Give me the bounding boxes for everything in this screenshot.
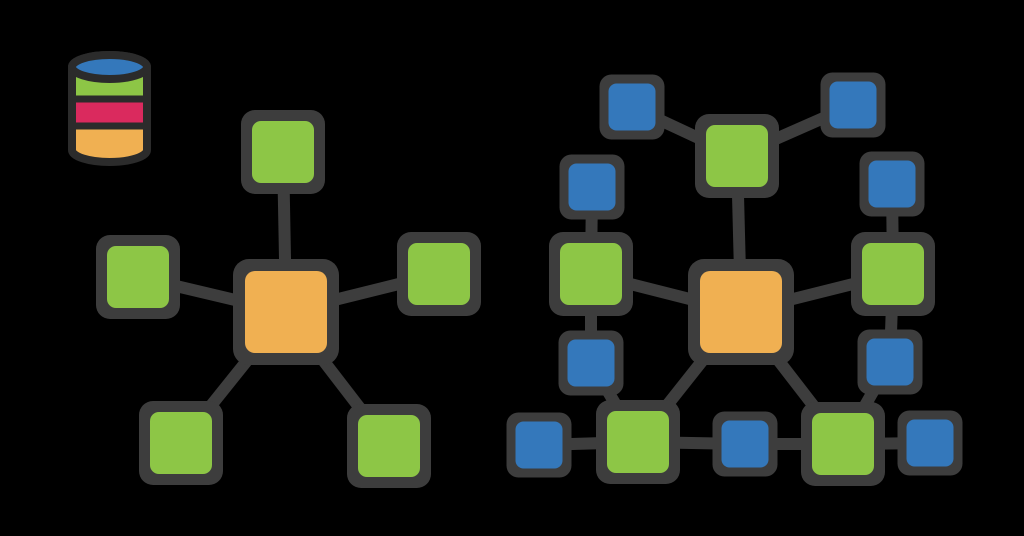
cluster-left-nodes	[96, 110, 481, 488]
node-right-left-upper-leaf-blue	[559, 154, 625, 220]
cluster-right-nodes	[506, 72, 963, 486]
node-left-left-green	[96, 235, 180, 319]
node-right-left-lower-leaf-blue	[558, 330, 624, 396]
node-left-center-orange	[233, 259, 339, 365]
node-right-bottom-right-green	[801, 402, 885, 486]
node-left-bottom-left-green	[139, 401, 223, 485]
node-right-bottom-middle-leaf-blue	[712, 411, 778, 477]
node-right-top-green	[695, 114, 779, 198]
node-right-bottom-left-green	[596, 400, 680, 484]
node-right-right-upper-leaf-blue	[859, 151, 925, 217]
node-right-right-lower-leaf-blue	[857, 329, 923, 395]
node-right-center-orange	[688, 259, 794, 365]
node-left-right-green	[397, 232, 481, 316]
node-right-left-green	[549, 232, 633, 316]
node-right-top-right-leaf-blue	[820, 72, 886, 138]
node-right-bottom-far-left-leaf-blue	[506, 412, 572, 478]
node-right-bottom-far-right-leaf-blue	[897, 410, 963, 476]
node-left-bottom-right-green	[347, 404, 431, 488]
node-right-right-green	[851, 232, 935, 316]
node-left-top-green	[241, 110, 325, 194]
database-icon	[68, 51, 151, 166]
node-right-top-left-leaf-blue	[599, 74, 665, 140]
